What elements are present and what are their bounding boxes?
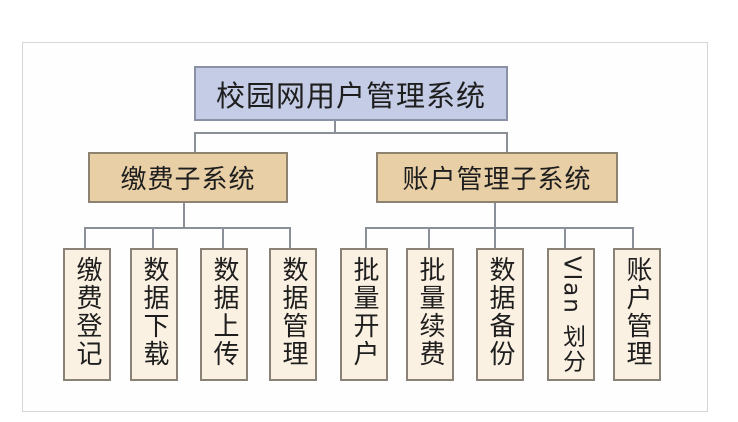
connector-root-trunk [334,120,336,133]
leaf-label: 账户管理 [622,256,652,368]
leaf-node: 批量开户 [340,248,388,381]
connector-to-child-1 [194,132,196,152]
connector-leaf-4 [289,227,291,248]
leaf-node: 数据备份 [476,248,524,381]
connector-leaf-1 [84,227,86,248]
leaf-node: 缴费登记 [63,248,111,381]
connector-child-2-bus [365,227,634,229]
root-label: 校园网用户管理系统 [215,78,486,113]
leaf-node: 数据下载 [130,248,178,381]
connector-leaf-8 [564,227,566,248]
connector-leaf-5 [365,227,367,248]
connector-child-2-trunk [494,202,496,228]
connector-root-bus [194,132,508,134]
leaf-label: 数据备份 [485,256,515,368]
root-node: 校园网用户管理系统 [194,66,508,121]
leaf-label: 批量续费 [415,256,445,368]
leaf-label: 数据下载 [139,256,169,368]
leaf-node: 批量续费 [406,248,454,381]
leaf-label: 缴费登记 [72,256,102,368]
leaf-node: 账户管理 [613,248,661,381]
leaf-node: 数据管理 [269,248,317,381]
leaf-label: 批量开户 [349,256,379,368]
leaf-label: 数据上传 [209,256,239,368]
child-node-account: 账户管理子系统 [376,152,618,203]
child-label: 账户管理子系统 [402,165,592,195]
connector-leaf-2 [152,227,154,248]
leaf-node: 数据上传 [200,248,248,381]
leaf-label: Vlan 划分 [558,256,585,375]
connector-leaf-3 [222,227,224,248]
connector-leaf-9 [632,227,634,248]
leaf-node: Vlan 划分 [547,248,595,381]
child-label: 缴费子系统 [120,165,256,195]
child-node-payment: 缴费子系统 [88,152,288,203]
connector-child-1-bus [84,227,291,229]
leaf-label: 数据管理 [278,256,308,368]
connector-leaf-7 [494,227,496,248]
connector-leaf-6 [428,227,430,248]
connector-to-child-2 [506,132,508,152]
connector-child-1-trunk [183,202,185,228]
